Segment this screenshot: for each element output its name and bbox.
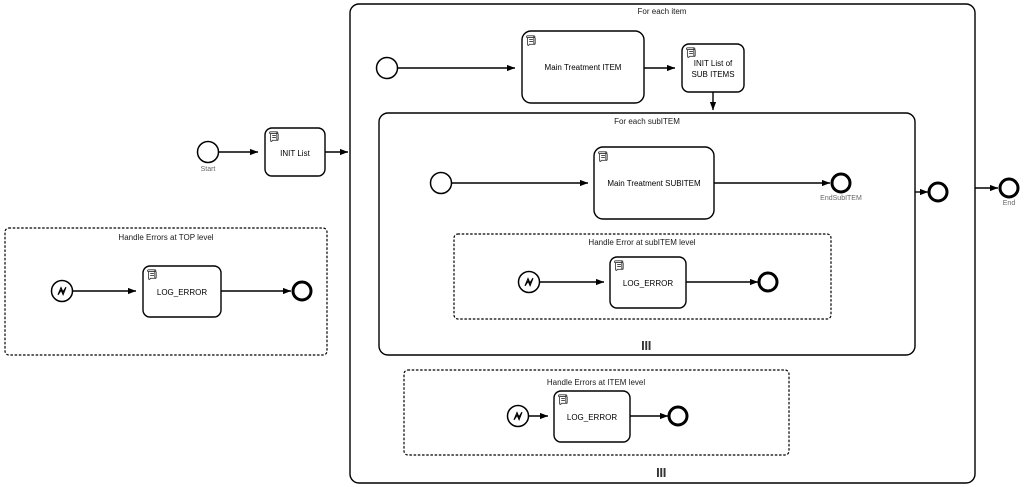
end-event-circle xyxy=(927,181,949,203)
subitem-end-event-label: EndSubITEM xyxy=(820,195,862,202)
top-level-flow: Start INIT List End xyxy=(196,127,1020,207)
task-main-treatment-item[interactable]: Main Treatment ITEM xyxy=(521,30,645,104)
end-event-circle xyxy=(998,177,1020,199)
subitem-start-event[interactable] xyxy=(429,171,453,195)
error-handler-subitem-title: Handle Error at subITEM level xyxy=(588,238,695,247)
task-init-sub-label-line1: INIT List of xyxy=(694,59,733,68)
end-event-label: End xyxy=(1003,200,1016,207)
error-end-event-subitem[interactable] xyxy=(757,271,779,293)
task-init-list-label: INIT List xyxy=(280,149,310,158)
subitem-end-event[interactable]: EndSubITEM xyxy=(820,172,862,202)
task-main-treatment-item-box xyxy=(521,30,645,104)
for-each-item-mi-marker xyxy=(657,468,666,477)
task-init-sub-label-line2: SUB ITEMS xyxy=(691,70,734,79)
error-end-event-item[interactable] xyxy=(667,405,689,427)
error-handler-item-title: Handle Errors at ITEM level xyxy=(547,378,645,387)
end-event-circle xyxy=(830,172,852,194)
task-log-error-top-label: LOG_ERROR xyxy=(157,288,207,297)
error-handler-item-level[interactable]: Handle Errors at ITEM level LOG_ERROR xyxy=(403,369,790,456)
for-each-subitem-flow: Main Treatment SUBITEM EndSubITEM xyxy=(429,146,862,220)
task-init-list-of-sub-items[interactable]: INIT List of SUB ITEMS xyxy=(681,43,745,93)
item-start-event[interactable] xyxy=(375,56,399,80)
start-event-circle xyxy=(196,140,220,164)
error-end-event-top[interactable] xyxy=(291,280,313,302)
for-each-subitem-mi-marker xyxy=(642,341,651,350)
task-log-error-item-label: LOG_ERROR xyxy=(567,413,617,422)
for-each-item-title: For each item xyxy=(638,7,687,16)
task-main-treatment-subitem[interactable]: Main Treatment SUBITEM xyxy=(593,146,715,220)
start-event-label: Start xyxy=(201,166,216,173)
task-main-treatment-subitem-label: Main Treatment SUBITEM xyxy=(607,179,701,188)
end-event-circle xyxy=(757,271,779,293)
start-event-start[interactable]: Start xyxy=(196,140,220,174)
for-each-item-flow: Main Treatment ITEM INIT List of SUB ITE… xyxy=(375,30,949,203)
task-init-list[interactable]: INIT List xyxy=(264,127,326,177)
end-event-end[interactable]: End xyxy=(998,177,1020,207)
end-event-circle xyxy=(667,405,689,427)
error-start-event-item[interactable] xyxy=(506,404,530,428)
error-start-event-subitem[interactable] xyxy=(517,270,541,294)
start-event-circle xyxy=(429,171,453,195)
task-log-error-top[interactable]: LOG_ERROR xyxy=(142,265,222,318)
error-handler-top-title: Handle Errors at TOP level xyxy=(118,233,213,242)
start-event-circle xyxy=(375,56,399,80)
item-end-event[interactable] xyxy=(927,181,949,203)
end-event-circle xyxy=(291,280,313,302)
task-log-error-item[interactable]: LOG_ERROR xyxy=(553,390,631,443)
task-log-error-subitem-label: LOG_ERROR xyxy=(623,279,673,288)
for-each-subitem-title: For each subITEM xyxy=(614,117,680,126)
error-handler-subitem-level[interactable]: Handle Error at subITEM level LOG_ERROR xyxy=(453,233,832,320)
error-handler-top-level[interactable]: Handle Errors at TOP level LOG_ERROR xyxy=(4,227,328,356)
task-log-error-subitem[interactable]: LOG_ERROR xyxy=(609,256,687,309)
error-start-event-top[interactable] xyxy=(50,279,74,303)
task-main-treatment-item-label: Main Treatment ITEM xyxy=(545,63,622,72)
